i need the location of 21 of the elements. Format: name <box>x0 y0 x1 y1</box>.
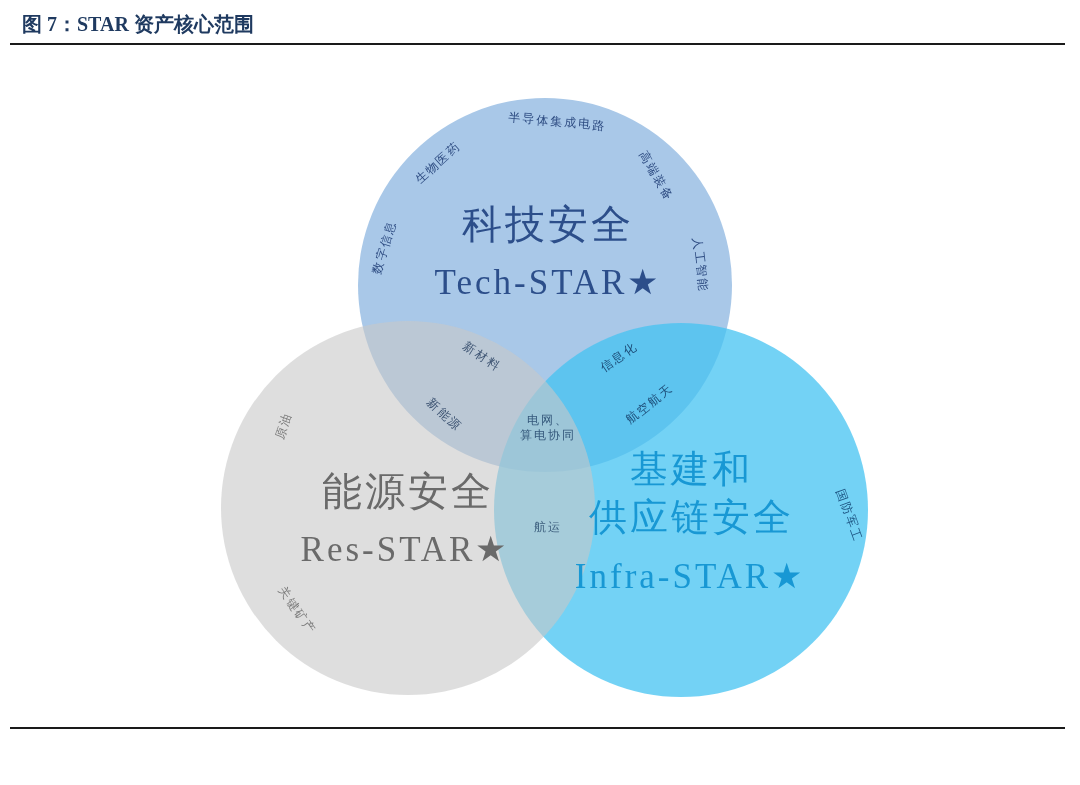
sector-label: 高端装备 <box>635 148 677 204</box>
sector-label: 信息化 <box>597 339 641 375</box>
circle-subtitle: Tech-STAR★ <box>434 262 662 305</box>
circle-title: 能源安全 <box>322 468 494 516</box>
sector-label: 航空航天 <box>623 380 677 428</box>
sector-label: 关键矿产 <box>274 583 320 639</box>
sector-label: 半导体集成电路 <box>507 110 607 134</box>
sector-label: 生物医药 <box>412 138 464 188</box>
sector-label: 新能源 <box>423 395 465 435</box>
sector-label: 数字信息 <box>369 218 401 276</box>
figure-title: 图 7：STAR 资产核心范围 <box>22 12 254 37</box>
sector-label: 国防军工 <box>832 487 866 545</box>
circle-title: 科技安全 <box>462 201 634 249</box>
sector-label: 新材料 <box>460 339 504 375</box>
sector-label: 电网、算电协同 <box>519 413 577 443</box>
circle-subtitle: Res-STAR★ <box>300 529 510 572</box>
sector-label: 人工智能 <box>689 236 711 294</box>
circle-subtitle: Infra-STAR★ <box>574 556 806 599</box>
sector-label: 原油 <box>272 410 296 442</box>
sector-label: 航运 <box>534 519 562 535</box>
circle-title: 基建和供应链安全 <box>587 446 795 539</box>
